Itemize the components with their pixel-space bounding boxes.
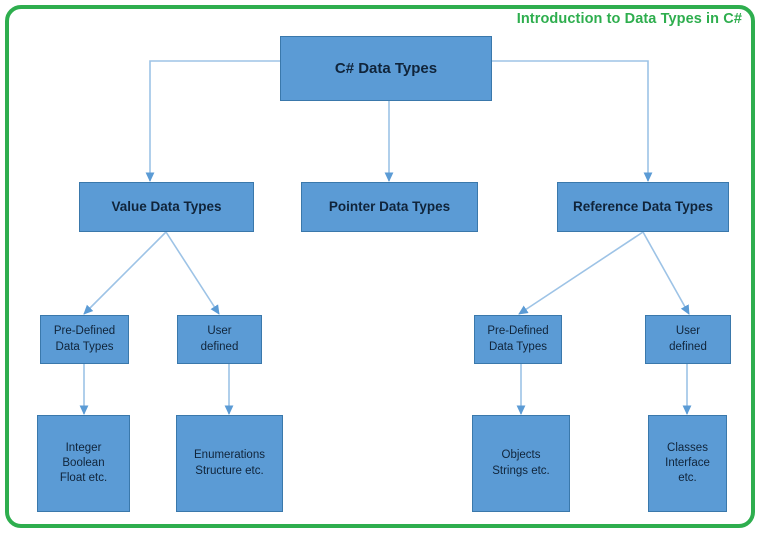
node-reference-user-defined[interactable]: User defined [645, 315, 731, 364]
node-reference-data-types[interactable]: Reference Data Types [557, 182, 729, 232]
node-root[interactable]: C# Data Types [280, 36, 492, 101]
node-pointer-data-types[interactable]: Pointer Data Types [301, 182, 478, 232]
green-border-frame [5, 5, 755, 528]
page-title: Introduction to Data Types in C# [516, 11, 742, 27]
node-reference-user-defined-examples[interactable]: Classes Interface etc. [648, 415, 727, 512]
node-value-pre-defined[interactable]: Pre-Defined Data Types [40, 315, 129, 364]
node-value-user-defined[interactable]: User defined [177, 315, 262, 364]
node-value-user-defined-examples[interactable]: Enumerations Structure etc. [176, 415, 283, 512]
node-reference-pre-defined-examples[interactable]: Objects Strings etc. [472, 415, 570, 512]
node-value-pre-defined-examples[interactable]: Integer Boolean Float etc. [37, 415, 130, 512]
node-value-data-types[interactable]: Value Data Types [79, 182, 254, 232]
node-reference-pre-defined[interactable]: Pre-Defined Data Types [474, 315, 562, 364]
